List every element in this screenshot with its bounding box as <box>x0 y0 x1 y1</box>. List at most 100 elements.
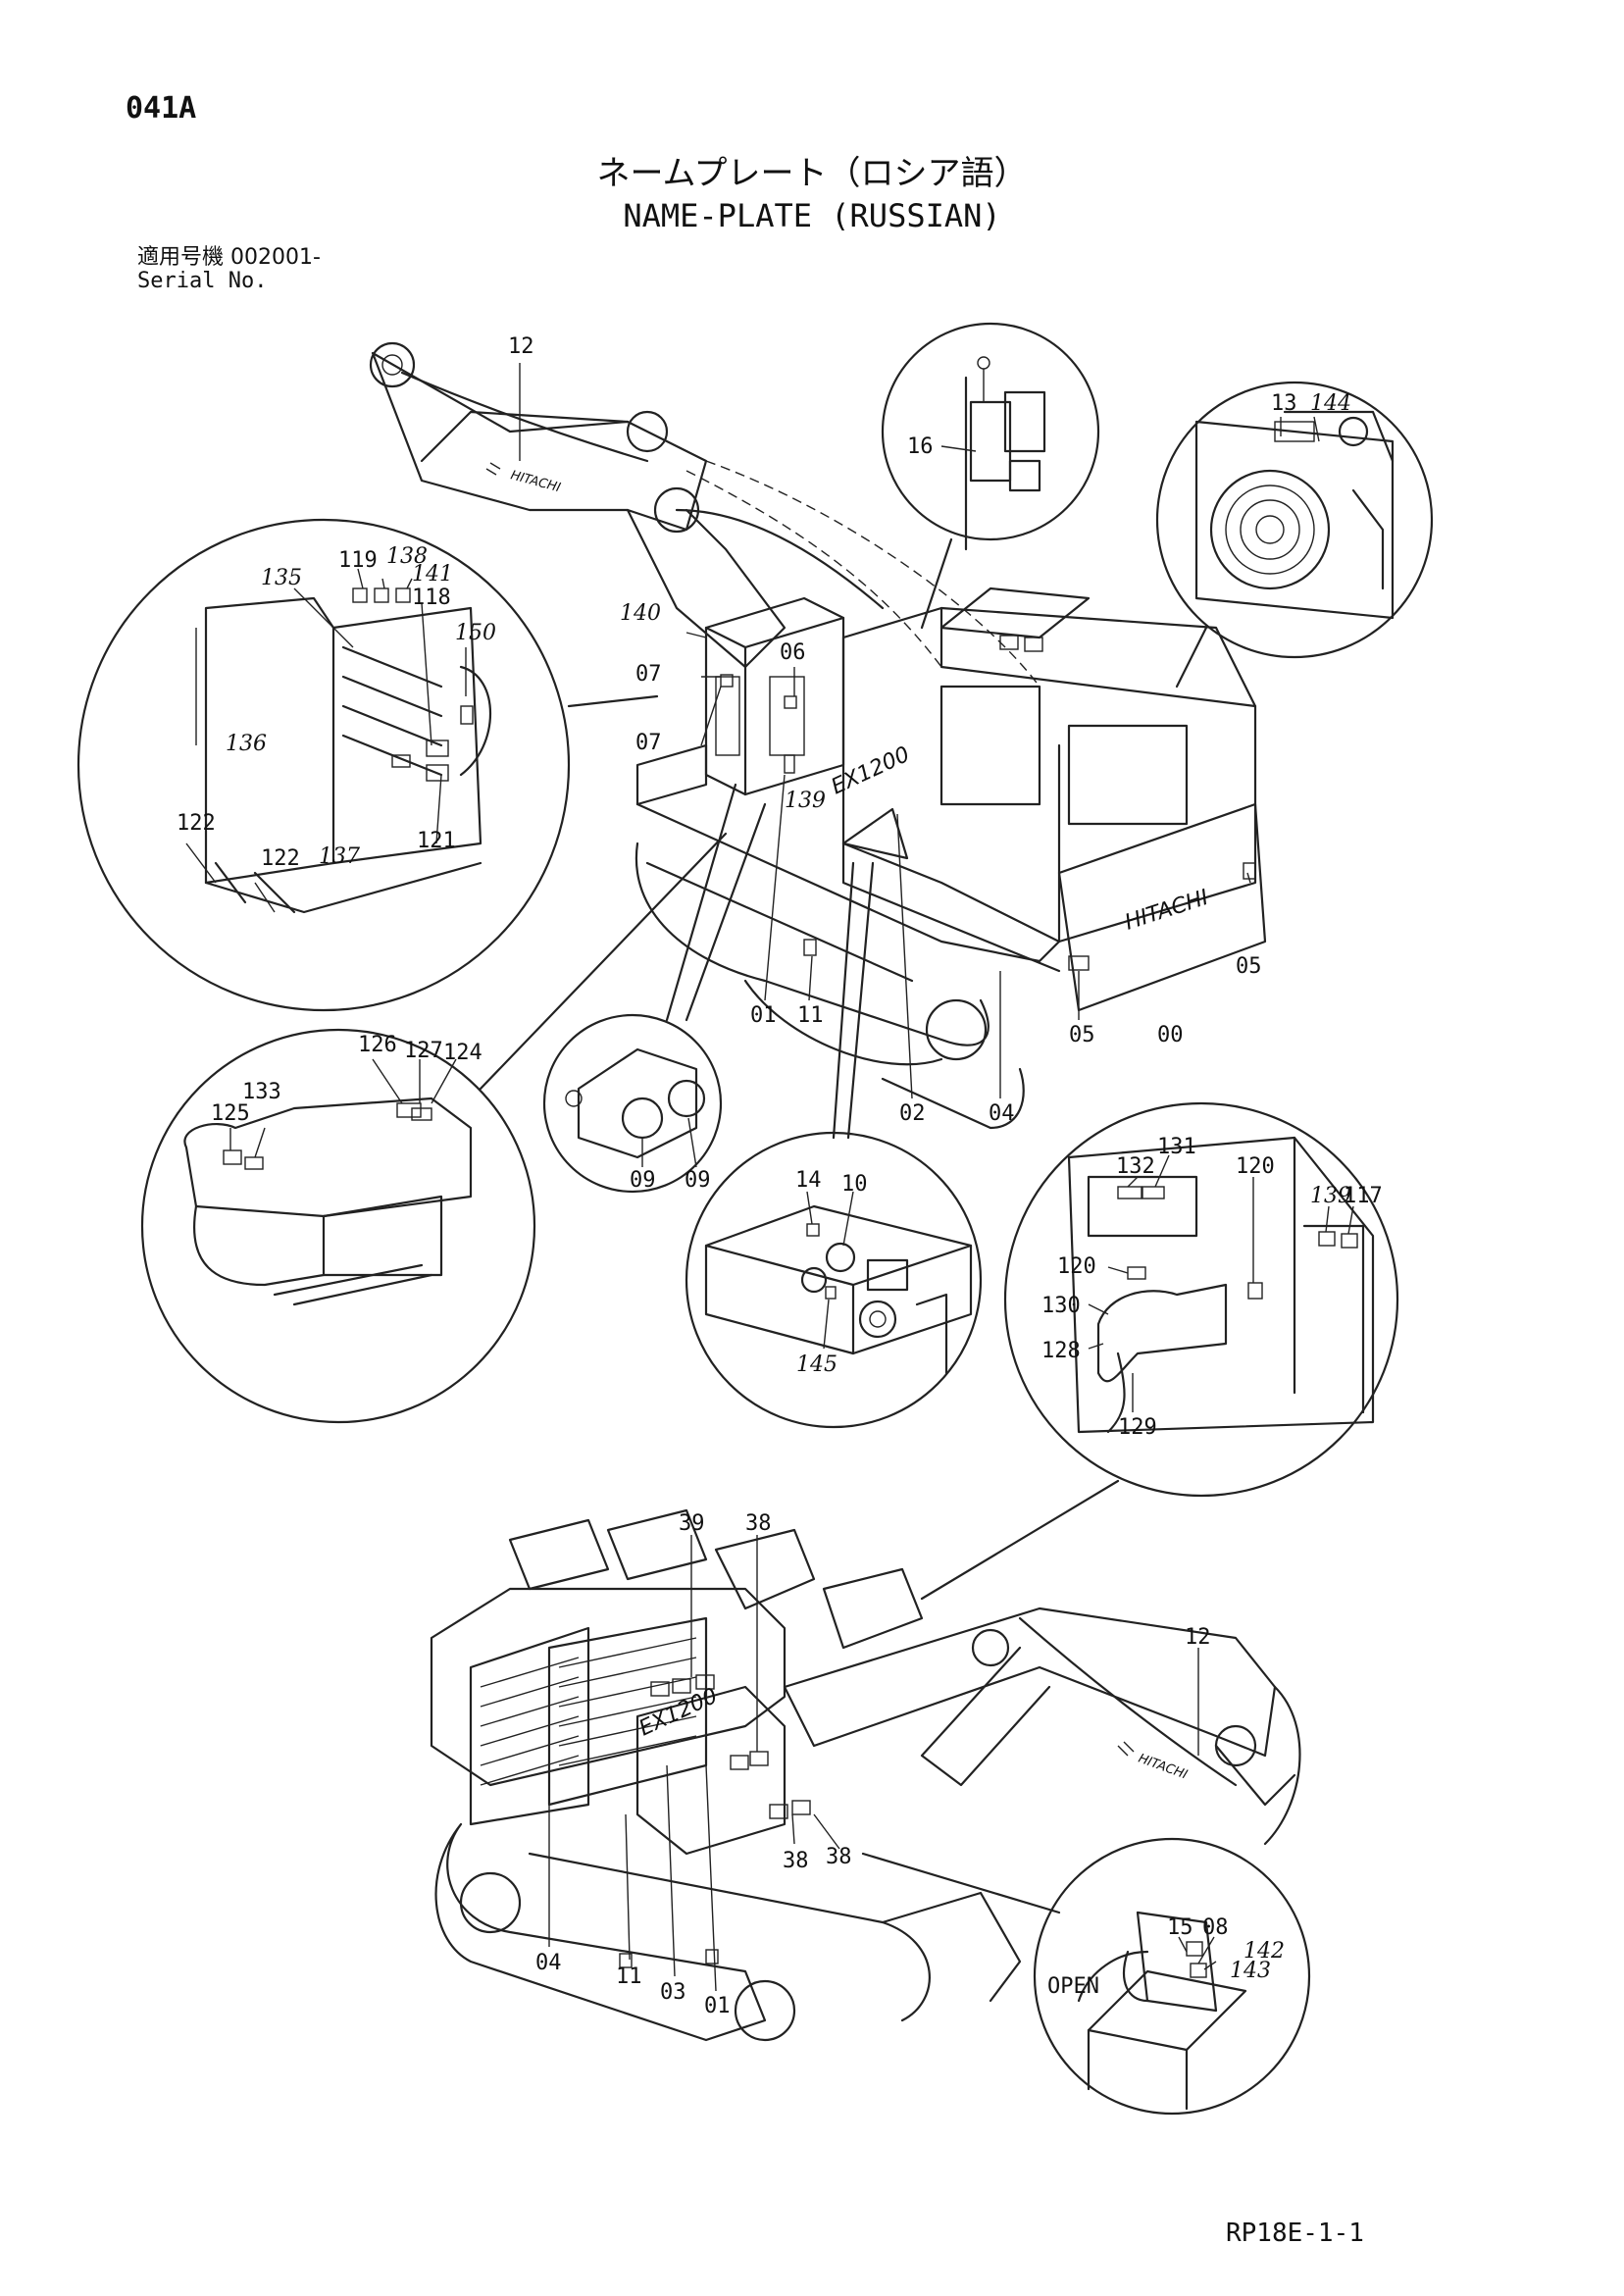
callout-12-b: 12 <box>1185 1625 1211 1650</box>
leader-filter <box>920 537 953 630</box>
callout-06: 06 <box>780 640 806 665</box>
detail-battery-box <box>1033 1837 1311 2116</box>
callout-01-a: 01 <box>750 1003 777 1028</box>
callout-118: 118 <box>412 586 451 610</box>
callout-00: 00 <box>1157 1023 1184 1047</box>
detail-cab-rear <box>1003 1101 1399 1498</box>
callout-120-a: 120 <box>1236 1154 1275 1179</box>
callout-11-a: 11 <box>797 1003 824 1028</box>
callout-38-c: 38 <box>826 1845 852 1869</box>
brand-marking-upper: HITACHI <box>1122 886 1211 936</box>
detail-cab-interior <box>76 518 571 1012</box>
callout-130: 130 <box>1041 1294 1081 1318</box>
leader-radiator <box>1175 626 1208 689</box>
callout-120-b: 120 <box>1057 1254 1096 1279</box>
leader-switch-b <box>685 802 767 1022</box>
callout-132: 132 <box>1116 1154 1155 1179</box>
callout-38-b: 38 <box>783 1849 809 1873</box>
callout-138: 138 <box>386 544 428 569</box>
plate-05-rear <box>1243 862 1256 880</box>
callout-125: 125 <box>211 1101 250 1126</box>
leader-seat <box>479 832 728 1091</box>
callout-119: 119 <box>338 548 378 573</box>
title-english: NAME-PLATE (RUSSIAN) <box>623 197 1001 234</box>
callout-133: 133 <box>242 1080 281 1104</box>
callout-05-a: 05 <box>1069 1023 1095 1047</box>
plate-07-upper <box>720 674 734 688</box>
lower-excavator: EX1200 HITACHI <box>430 1508 1301 2042</box>
callout-13: 13 <box>1271 391 1297 416</box>
callout-124: 124 <box>443 1041 482 1065</box>
callout-02: 02 <box>899 1101 926 1126</box>
callout-labels: 12 13 144 16 119 138 141 135 118 150 136… <box>177 334 1383 2018</box>
callout-122-a: 122 <box>177 811 216 836</box>
callout-135: 135 <box>261 566 302 590</box>
callout-10: 10 <box>841 1172 868 1197</box>
callout-144: 144 <box>1310 391 1351 416</box>
callout-38-a: 38 <box>745 1511 772 1536</box>
detail-filter <box>881 322 1100 551</box>
callout-121: 121 <box>417 829 456 853</box>
callout-15: 15 <box>1167 1915 1193 1940</box>
callout-11-b: 11 <box>616 1964 642 1989</box>
title-japanese: ネームプレート（ロシア語） <box>596 154 1028 193</box>
upper-excavator: HITACHI EX1200 <box>369 341 1267 1130</box>
callout-136: 136 <box>226 732 267 756</box>
page-code: 041A <box>126 91 197 126</box>
leader-cab-interior <box>567 694 659 708</box>
plate-11-lower <box>619 1953 633 1968</box>
leader-battery <box>861 1852 1061 1914</box>
callout-01-b: 01 <box>704 1994 731 2018</box>
detail-switch <box>542 1013 723 1194</box>
callout-leaders <box>185 363 1354 1992</box>
callout-04-b: 04 <box>535 1951 562 1975</box>
plate-11-upper <box>803 939 817 956</box>
callout-128: 128 <box>1041 1339 1081 1363</box>
callout-08: 08 <box>1202 1915 1229 1940</box>
callout-122-b: 122 <box>261 846 300 871</box>
callout-16: 16 <box>907 434 934 459</box>
leader-cab-rear <box>920 1479 1120 1601</box>
callout-143: 143 <box>1230 1959 1271 1983</box>
drawing-reference: RP18E-1-1 <box>1226 2219 1364 2248</box>
callout-150: 150 <box>455 621 496 645</box>
plate-01-lower <box>705 1949 719 1964</box>
callout-12: 12 <box>508 334 534 359</box>
callout-137: 137 <box>319 844 360 869</box>
callout-09-a: 09 <box>630 1168 656 1193</box>
detail-seat <box>140 1028 536 1424</box>
callout-141: 141 <box>412 562 453 587</box>
callout-07-a: 07 <box>635 662 662 687</box>
callout-131: 131 <box>1157 1135 1196 1159</box>
callout-140: 140 <box>620 601 661 626</box>
callout-07-b: 07 <box>635 731 662 755</box>
brand-marking-boom-lower: HITACHI <box>1137 1752 1190 1783</box>
plate-06 <box>784 695 797 709</box>
serial-label-english: Serial No. <box>137 269 268 293</box>
plate-139-upper <box>784 754 795 774</box>
callout-09-b: 09 <box>685 1168 711 1193</box>
callout-03: 03 <box>660 1980 686 2005</box>
leader-panel-b <box>846 861 875 1140</box>
open-label: OPEN <box>1047 1974 1099 1999</box>
serial-label-japanese: 適用号機 002001- <box>137 245 321 270</box>
callout-129: 129 <box>1118 1415 1157 1440</box>
brand-marking-boom-upper: HITACHI <box>509 468 562 495</box>
callout-127: 127 <box>404 1039 443 1063</box>
callout-14: 14 <box>795 1168 822 1193</box>
callout-142: 142 <box>1243 1939 1285 1964</box>
callout-139-a: 139 <box>785 789 826 813</box>
plate-05-front <box>1068 955 1090 971</box>
detail-radiator <box>1155 381 1434 659</box>
callout-117: 117 <box>1344 1184 1383 1208</box>
callout-39: 39 <box>679 1511 705 1536</box>
callout-145: 145 <box>796 1352 837 1377</box>
leader-panel-a <box>832 861 855 1140</box>
detail-panel <box>685 1131 983 1429</box>
callout-05-b: 05 <box>1236 954 1262 979</box>
leader-switch-a <box>665 783 737 1022</box>
callout-04-a: 04 <box>989 1101 1015 1126</box>
model-marking-upper: EX1200 <box>828 742 914 800</box>
callout-139-b: 139 <box>1310 1184 1351 1208</box>
